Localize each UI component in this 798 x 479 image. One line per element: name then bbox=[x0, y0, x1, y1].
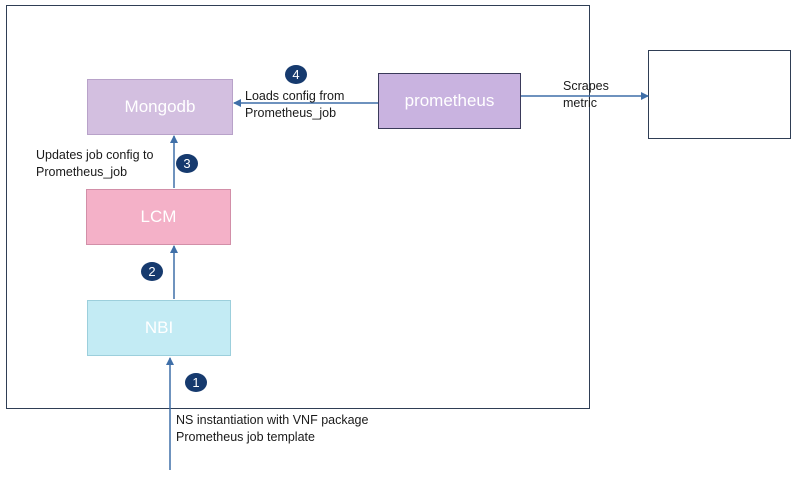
scrape-label-line1: Scrapes bbox=[563, 79, 609, 93]
lcm-label: LCM bbox=[140, 207, 177, 226]
step-4-badge: 4 bbox=[285, 65, 307, 84]
step-4-label-line1: Loads config from bbox=[245, 89, 345, 103]
step-3-badge: 3 bbox=[176, 154, 198, 173]
lcm-node: LCM bbox=[86, 189, 231, 245]
step-4-label-line2: Prometheus_job bbox=[245, 106, 337, 120]
prometheus-label: prometheus bbox=[404, 91, 495, 110]
nbi-label: NBI bbox=[144, 318, 174, 337]
step-1-badge: 1 bbox=[185, 373, 207, 392]
scrape-label: Scrapes metric bbox=[563, 78, 609, 112]
input-label: NS instantiation with VNF package Promet… bbox=[176, 412, 368, 446]
step-2-badge: 2 bbox=[141, 262, 163, 281]
step-3-label: Updates job config to Prometheus_job bbox=[36, 147, 153, 181]
prometheus-node: prometheus bbox=[378, 73, 521, 129]
input-label-line2: Prometheus job template bbox=[176, 430, 315, 444]
mongodb-node: Mongodb bbox=[87, 79, 233, 135]
mongodb-label: Mongodb bbox=[124, 97, 196, 116]
scrape-label-line2: metric bbox=[563, 96, 598, 110]
input-label-line1: NS instantiation with VNF package bbox=[176, 413, 369, 427]
nbi-node: NBI bbox=[87, 300, 231, 356]
step-4-label: Loads config from Prometheus_job bbox=[245, 88, 344, 122]
step-3-label-line2: Prometheus_job bbox=[36, 165, 128, 179]
system-boundary bbox=[6, 5, 590, 409]
step-3-label-line1: Updates job config to bbox=[36, 148, 154, 162]
